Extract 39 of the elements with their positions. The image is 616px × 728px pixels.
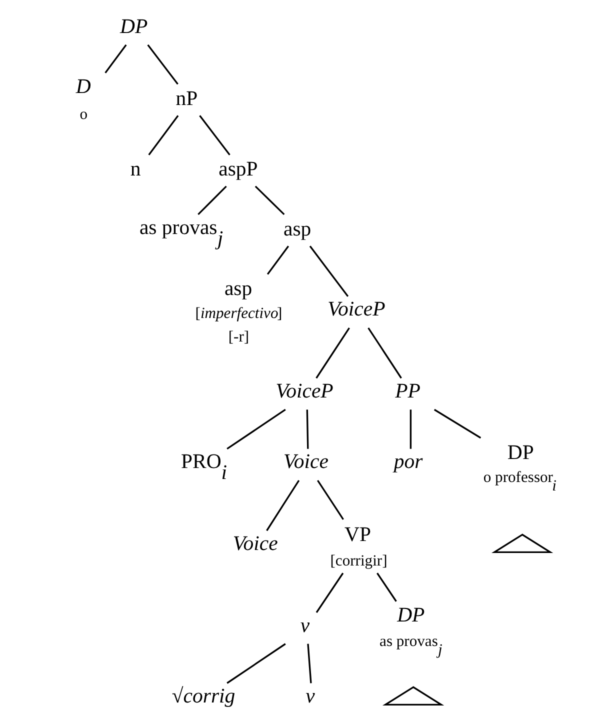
node-text: VoiceP (275, 380, 333, 402)
node-text: v (305, 685, 314, 708)
connector (376, 572, 396, 602)
node-text: asp (283, 218, 311, 240)
node-text: VoiceP (327, 298, 385, 321)
connector (266, 480, 300, 532)
connector (266, 246, 289, 275)
node-text: asp [imperfectivo] [-r] (194, 278, 282, 346)
node-text: v (300, 614, 310, 637)
connector (409, 410, 412, 449)
connector (316, 480, 344, 520)
node-text: PP (394, 380, 420, 402)
node-text: Voice (232, 532, 278, 555)
node-triangle (491, 534, 553, 554)
connector (306, 410, 308, 449)
node-text: VP [corrigir] (330, 524, 387, 570)
node-text: n (130, 158, 140, 181)
node-text: DP (119, 16, 148, 38)
node-text: por (393, 451, 422, 474)
connector (315, 327, 350, 379)
connector (306, 644, 312, 684)
connector (367, 327, 402, 379)
node-text: √corrig (171, 685, 235, 708)
node-text: D o (75, 76, 90, 123)
connector (254, 186, 284, 216)
connector (433, 408, 481, 439)
connector (308, 246, 348, 297)
node-triangle (382, 686, 444, 706)
node-text: nP (175, 88, 198, 110)
connector (104, 44, 126, 74)
connector (226, 643, 286, 684)
connector (197, 186, 226, 216)
node-text: aspP (218, 158, 258, 181)
connector (146, 44, 178, 85)
node-text: Voice (283, 451, 328, 474)
connector (198, 115, 230, 156)
connector (226, 408, 286, 450)
connector (315, 572, 344, 613)
connector (148, 115, 178, 156)
